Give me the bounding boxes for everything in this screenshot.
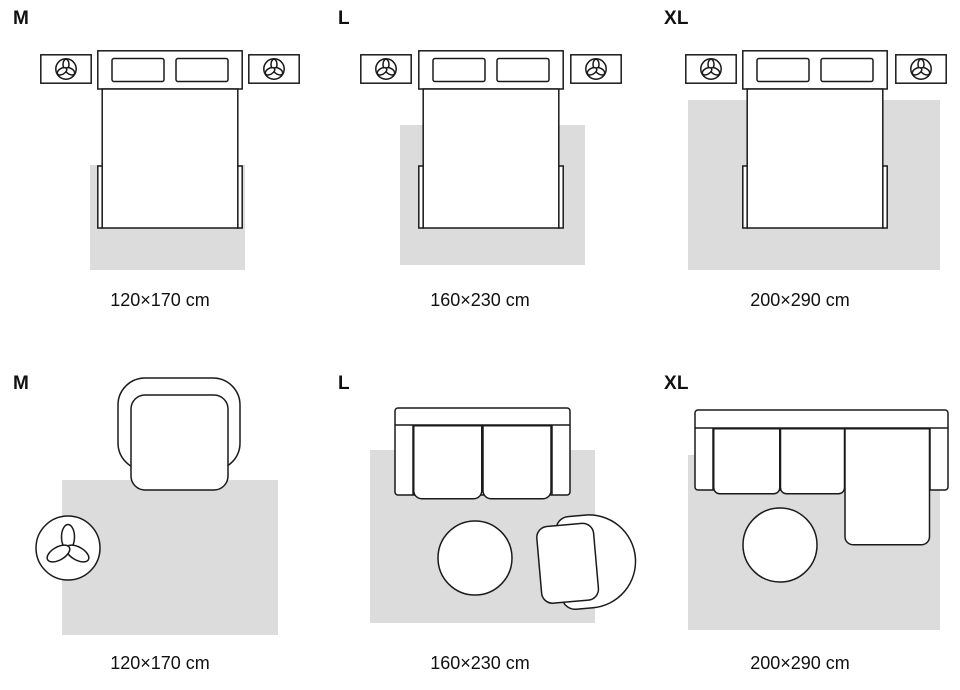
rug-dimensions: 160×230 cm (430, 653, 530, 673)
nightstand-left (361, 55, 411, 83)
size-label: L (338, 373, 350, 394)
rug-dimensions: 120×170 cm (110, 653, 210, 673)
accent-armchair (536, 514, 637, 610)
nightstand-right (249, 55, 299, 83)
size-label: M (13, 373, 30, 394)
panel-bedroom-m: M 120×170 cm (0, 0, 320, 345)
size-label: XL (664, 8, 689, 29)
bed (418, 50, 564, 229)
rug-dimensions: 160×230 cm (430, 290, 530, 310)
side-table (35, 515, 101, 581)
sofa (394, 407, 571, 500)
rug-dimensions: 120×170 cm (110, 290, 210, 310)
size-label: L (338, 8, 350, 29)
panel-bedroom-xl: XL 200×290 cm (640, 0, 960, 345)
living-illustration-xl (688, 409, 949, 630)
bedroom-illustration-xl (640, 50, 960, 270)
armchair (117, 377, 241, 491)
sectional-sofa (694, 409, 949, 546)
living-illustration-l (370, 407, 637, 623)
bed (742, 50, 888, 229)
coffee-table (437, 520, 513, 596)
bedroom-row: M 120×170 cm L 160×230 cm XL (0, 0, 960, 345)
nightstand-right (571, 55, 621, 83)
panel-living-xl: XL 200×290 cm (640, 345, 960, 690)
panel-living-m: M 120×170 cm (0, 345, 320, 690)
panel-living-l: L 160×230 cm (320, 345, 640, 690)
nightstand-right (896, 55, 946, 83)
rug-dimensions: 200×290 cm (750, 653, 850, 673)
size-label: XL (664, 373, 689, 394)
bed (97, 50, 243, 229)
bedroom-illustration-l (320, 50, 640, 265)
living-illustration-m (35, 377, 278, 635)
nightstand-left (686, 55, 736, 83)
nightstand-left (41, 55, 91, 83)
rug-dimensions: 200×290 cm (750, 290, 850, 310)
panel-bedroom-l: L 160×230 cm (320, 0, 640, 345)
size-label: M (13, 8, 30, 29)
bedroom-illustration-m (0, 50, 320, 270)
living-room-row: M 120×170 cm L (0, 345, 960, 690)
coffee-table (742, 507, 818, 583)
